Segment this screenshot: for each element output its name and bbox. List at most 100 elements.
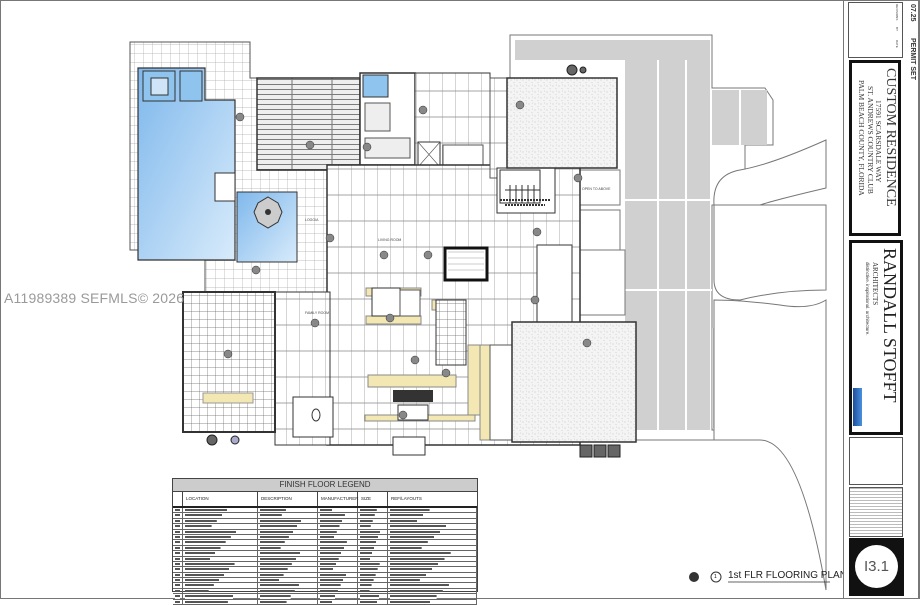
wood-deck xyxy=(256,77,361,171)
legend-cell xyxy=(358,534,388,540)
architect-name: RANDALL STOFFT xyxy=(880,248,900,403)
project-county: PALM BEACH COUNTY, FLORIDA xyxy=(857,80,866,196)
legend-cell xyxy=(318,561,358,567)
legend-cell xyxy=(258,540,318,545)
north-arrow-icon xyxy=(689,572,699,582)
legend-cell xyxy=(358,567,388,572)
legend-header: SIZE xyxy=(358,492,388,506)
legend-cell xyxy=(388,551,477,556)
garage-bottom xyxy=(511,321,637,443)
permit-status: PERMIT SET xyxy=(909,38,916,81)
stair xyxy=(499,169,541,204)
plan-number: 1 xyxy=(714,574,717,580)
legend-cell xyxy=(318,513,358,518)
legend-cell xyxy=(388,567,477,572)
legend-cell xyxy=(258,545,318,551)
legend-row xyxy=(173,545,477,552)
legend-cell xyxy=(173,534,183,540)
legend-cell xyxy=(258,572,318,578)
legend-cell xyxy=(173,508,183,513)
legend-row xyxy=(173,572,477,579)
legend-cell xyxy=(173,583,183,588)
legend-cell xyxy=(318,583,358,588)
plan-number-circle xyxy=(710,571,722,583)
legend-cell xyxy=(388,556,477,561)
legend-header-row: LOCATION DESCRIPTION MANUFACTURER SIZE R… xyxy=(173,492,477,508)
legend-cell xyxy=(173,551,183,556)
legend-row xyxy=(173,513,477,519)
legend-title: FINISH FLOOR LEGEND xyxy=(173,479,477,492)
legend-cell xyxy=(388,545,477,551)
legend-row xyxy=(173,508,477,514)
legend-row xyxy=(173,594,477,600)
legend-cell xyxy=(318,599,358,605)
legend-cell xyxy=(388,588,477,594)
legend-cell xyxy=(258,561,318,567)
legend-cell xyxy=(318,529,358,534)
room-label: LIVING ROOM xyxy=(378,238,402,242)
legend-cell xyxy=(388,561,477,567)
legend-cell xyxy=(318,508,358,513)
legend-cell xyxy=(318,578,358,583)
legend-row xyxy=(173,583,477,589)
room-label: LOGGIA xyxy=(305,218,319,222)
legend-cell xyxy=(388,572,477,578)
legend-cell xyxy=(318,545,358,551)
legend-cell xyxy=(388,513,477,518)
architect-tagline: distinctive. inspirational. architecture… xyxy=(865,262,870,336)
legend-row xyxy=(173,518,477,525)
legend-cell xyxy=(358,551,388,556)
legend-cell xyxy=(173,524,183,529)
legend-header: LOCATION xyxy=(183,492,258,506)
issue-date: 07.25 xyxy=(909,4,916,22)
mls-watermark: A11989389 SEFMLS© 2026 xyxy=(4,290,185,306)
legend-cell xyxy=(258,534,318,540)
legend-cell xyxy=(258,567,318,572)
legend-cell xyxy=(388,508,477,513)
legend-cell xyxy=(183,524,258,529)
legend-cell xyxy=(183,508,258,513)
legend-cell xyxy=(318,518,358,524)
legend-cell xyxy=(258,583,318,588)
legend-cell xyxy=(173,545,183,551)
legend-cell xyxy=(173,513,183,518)
architect-sub: ARCHITECTS xyxy=(871,262,879,306)
legend-cell xyxy=(173,518,183,524)
sheet-number: I3.1 xyxy=(855,545,898,588)
legend-cell xyxy=(173,529,183,534)
legend-row xyxy=(173,534,477,541)
legend-cell xyxy=(358,578,388,583)
legend-cell xyxy=(258,518,318,524)
legend-cell xyxy=(183,540,258,545)
legend-cell xyxy=(318,524,358,529)
legend-cell xyxy=(358,513,388,518)
legend-cell xyxy=(358,556,388,561)
legend-cell xyxy=(183,545,258,551)
room-label: FAMILY ROOM xyxy=(305,311,329,315)
legend-cell xyxy=(258,556,318,561)
legend-cell xyxy=(358,583,388,588)
legend-cell xyxy=(388,578,477,583)
legend-cell xyxy=(173,561,183,567)
legend-row xyxy=(173,599,477,605)
project-box xyxy=(849,60,901,236)
legend-cell xyxy=(358,545,388,551)
legend-row xyxy=(173,578,477,584)
legend-cell xyxy=(183,518,258,524)
legend-cell xyxy=(173,540,183,545)
legend-cell xyxy=(358,508,388,513)
legend-cell xyxy=(358,572,388,578)
legend-cell xyxy=(183,529,258,534)
finish-tags xyxy=(223,100,592,420)
legend-cell xyxy=(173,572,183,578)
legend-cell xyxy=(318,534,358,540)
legend-cell xyxy=(183,599,258,605)
legend-cell xyxy=(183,561,258,567)
legend-cell xyxy=(318,540,358,545)
legend-cell xyxy=(183,534,258,540)
legend-cell xyxy=(258,529,318,534)
legend-cell xyxy=(358,529,388,534)
architect-logo-icon xyxy=(853,388,862,426)
legend-cell xyxy=(358,594,388,599)
